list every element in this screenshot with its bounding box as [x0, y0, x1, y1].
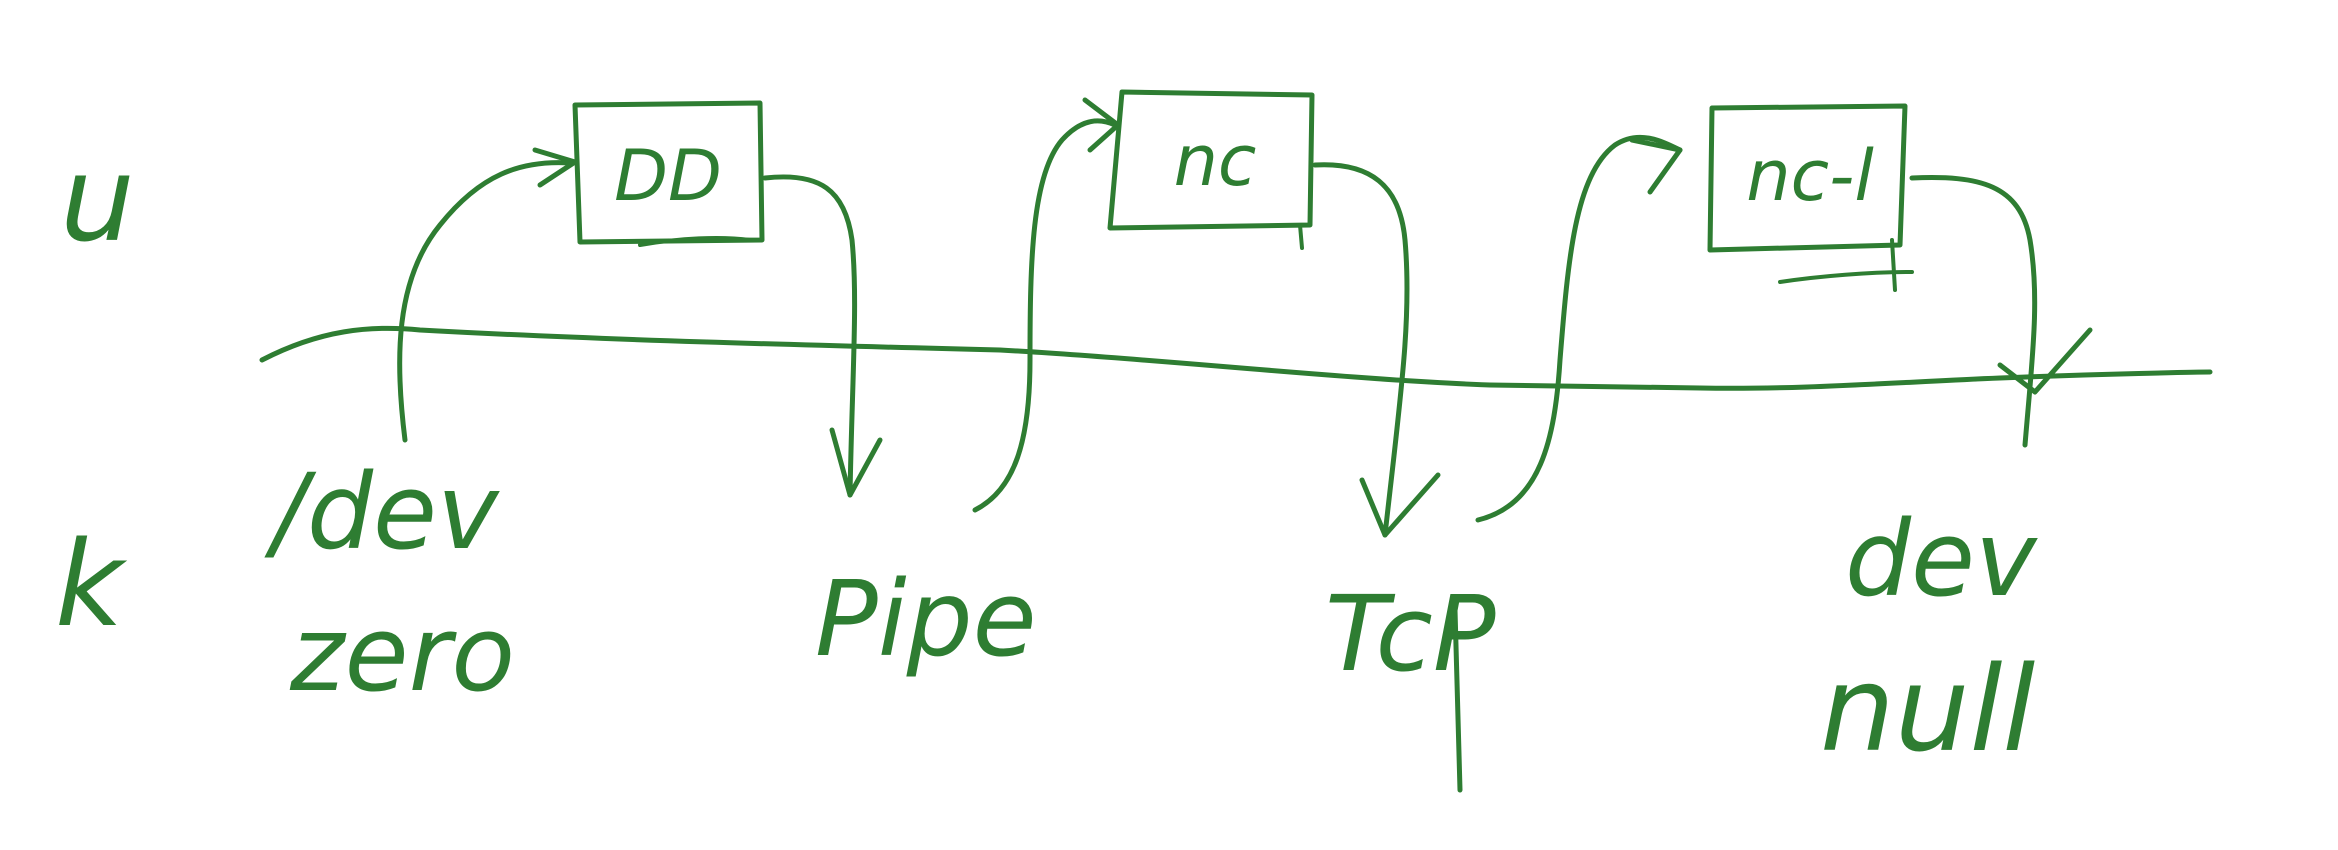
kernel-object-pipe: Pipe — [815, 558, 1037, 680]
kernel-label-tcp: TcP — [1325, 573, 1496, 695]
user-kernel-boundary — [259, 325, 2213, 391]
kernel-object-dev-null: dev null — [1820, 498, 2038, 778]
process-label-nc-l: nc-l — [1746, 135, 1874, 217]
process-box-dd: DD — [572, 100, 765, 247]
arrow-tcp-to-nc-l — [1475, 134, 1683, 523]
kernel-object-tcp: TcP — [1325, 573, 1496, 793]
process-box-nc: nc — [1107, 89, 1315, 250]
process-label-dd: DD — [614, 135, 722, 217]
arrow-dd-to-pipe — [762, 174, 883, 498]
process-box-nc-l: nc-l — [1707, 103, 1914, 292]
kernel-label-pipe: Pipe — [815, 558, 1037, 680]
process-label-nc: nc — [1174, 120, 1257, 202]
arrow-devzero-to-dd — [397, 147, 578, 443]
kernel-object-dev-zero: /dev zero — [264, 451, 515, 715]
arrow-nc-l-to-devnull — [1909, 175, 2093, 448]
kernel-label-dev-null-line2: null — [1820, 640, 2035, 778]
user-layer-label: u — [60, 130, 135, 268]
kernel-label-dev-zero-line2: zero — [289, 593, 515, 715]
arrow-nc-to-tcp — [1312, 162, 1441, 538]
kernel-label-dev-null-line1: dev — [1845, 498, 2038, 620]
kernel-layer-label: k — [55, 515, 128, 653]
kernel-label-dev-zero-line1: /dev — [264, 451, 500, 573]
arrow-pipe-to-nc — [972, 97, 1121, 513]
